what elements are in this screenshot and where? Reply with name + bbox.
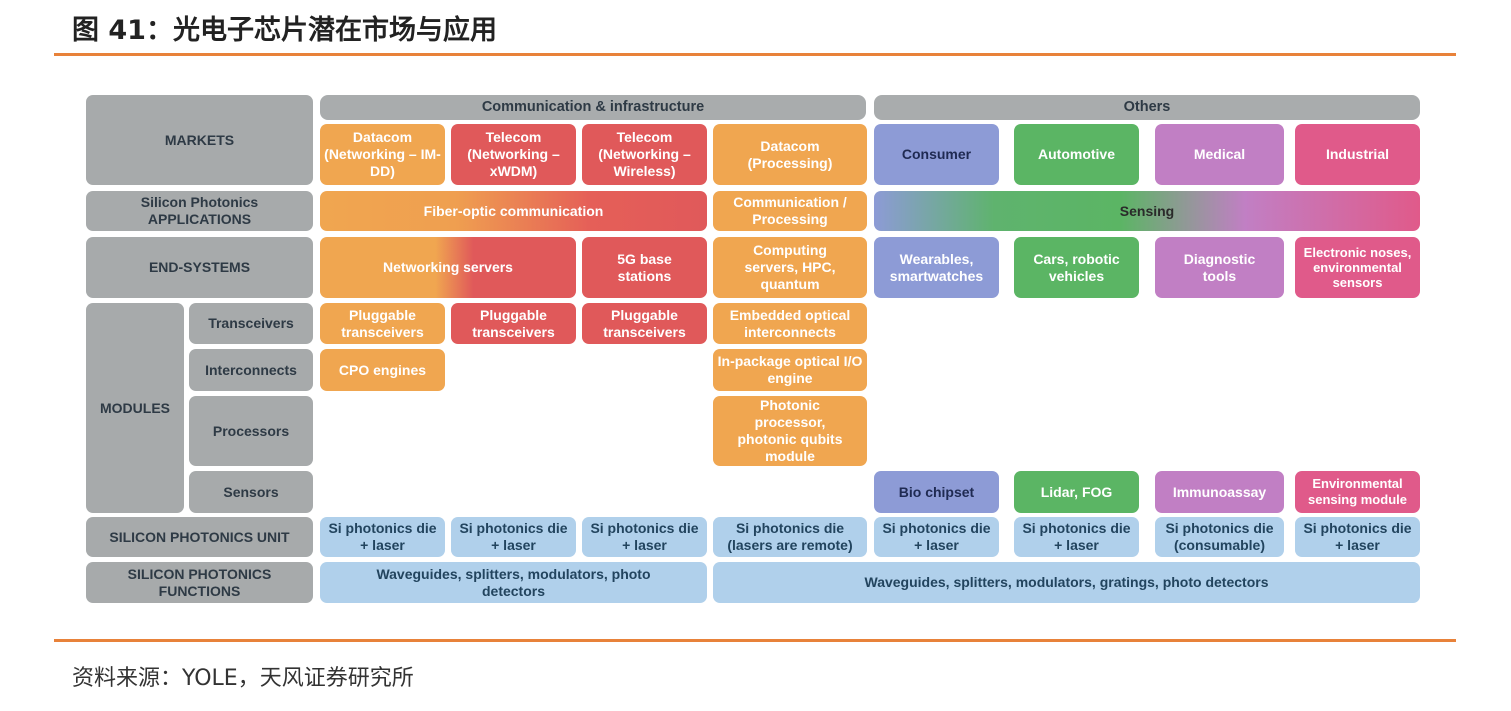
figure-source: 资料来源：YOLE，天风证券研究所	[72, 666, 414, 691]
markets-row-label: MARKETS	[86, 95, 313, 185]
unit-die-laser-6: Si photonics die + laser	[1014, 517, 1139, 557]
functions-others: Waveguides, splitters, modulators, grati…	[713, 562, 1420, 603]
market-telecom-xwdm: Telecom (Networking – xWDM)	[451, 124, 576, 185]
others-header: Others	[874, 95, 1420, 120]
sensor-lidar-fog: Lidar, FOG	[1014, 471, 1139, 513]
unit-die-consumable: Si photonics die (consumable)	[1155, 517, 1284, 557]
source-rule	[54, 639, 1456, 642]
functions-comm: Waveguides, splitters, modulators, photo…	[320, 562, 707, 603]
pluggable-transceivers-1: Pluggable transceivers	[320, 303, 445, 344]
photonic-processor-module: Photonic processor, photonic qubits modu…	[713, 396, 867, 466]
market-datacom-networking: Datacom (Networking – IM-DD)	[320, 124, 445, 185]
in-package-optical-io-engine: In-package optical I/O engine	[713, 349, 867, 391]
end-5g-base-stations: 5G base stations	[582, 237, 707, 298]
unit-die-laser-3: Si photonics die + laser	[582, 517, 707, 557]
transceivers-label: Transceivers	[189, 303, 313, 344]
sensor-immunoassay: Immunoassay	[1155, 471, 1284, 513]
unit-die-laser-8: Si photonics die + laser	[1295, 517, 1420, 557]
figure-title: 图 41：光电子芯片潜在市场与应用	[72, 15, 497, 46]
market-industrial: Industrial	[1295, 124, 1420, 185]
end-computing-servers: Computing servers, HPC, quantum	[713, 237, 867, 298]
end-electronic-noses: Electronic noses, environmental sensors	[1295, 237, 1420, 298]
sensor-bio-chipset: Bio chipset	[874, 471, 999, 513]
end-wearables: Wearables, smartwatches	[874, 237, 999, 298]
comm-infrastructure-header: Communication & infrastructure	[320, 95, 866, 120]
title-rule	[54, 53, 1456, 56]
sensors-label: Sensors	[189, 471, 313, 513]
market-automotive: Automotive	[1014, 124, 1139, 185]
embedded-optical-interconnects: Embedded optical interconnects	[713, 303, 867, 344]
market-datacom-processing: Datacom (Processing)	[713, 124, 867, 185]
unit-row-label: SILICON PHOTONICS UNIT	[86, 517, 313, 557]
app-communication-processing: Communication / Processing	[713, 191, 867, 231]
app-fiber-optic-communication: Fiber-optic communication	[320, 191, 707, 231]
unit-die-laser-5: Si photonics die + laser	[874, 517, 999, 557]
end-diagnostic-tools: Diagnostic tools	[1155, 237, 1284, 298]
pluggable-transceivers-3: Pluggable transceivers	[582, 303, 707, 344]
unit-die-lasers-remote: Si photonics die (lasers are remote)	[713, 517, 867, 557]
pluggable-transceivers-2: Pluggable transceivers	[451, 303, 576, 344]
unit-die-laser-1: Si photonics die + laser	[320, 517, 445, 557]
applications-row-label: Silicon Photonics APPLICATIONS	[86, 191, 313, 231]
processors-label: Processors	[189, 396, 313, 466]
market-telecom-wireless: Telecom (Networking – Wireless)	[582, 124, 707, 185]
unit-die-laser-2: Si photonics die + laser	[451, 517, 576, 557]
functions-row-label: SILICON PHOTONICS FUNCTIONS	[86, 562, 313, 603]
interconnects-label: Interconnects	[189, 349, 313, 391]
end-networking-servers: Networking servers	[320, 237, 576, 298]
app-sensing: Sensing	[874, 191, 1420, 231]
end-systems-row-label: END-SYSTEMS	[86, 237, 313, 298]
market-consumer: Consumer	[874, 124, 999, 185]
end-cars-robotic-vehicles: Cars, robotic vehicles	[1014, 237, 1139, 298]
cpo-engines: CPO engines	[320, 349, 445, 391]
market-medical: Medical	[1155, 124, 1284, 185]
sensor-environmental-module: Environmental sensing module	[1295, 471, 1420, 513]
modules-row-label: MODULES	[86, 303, 184, 513]
